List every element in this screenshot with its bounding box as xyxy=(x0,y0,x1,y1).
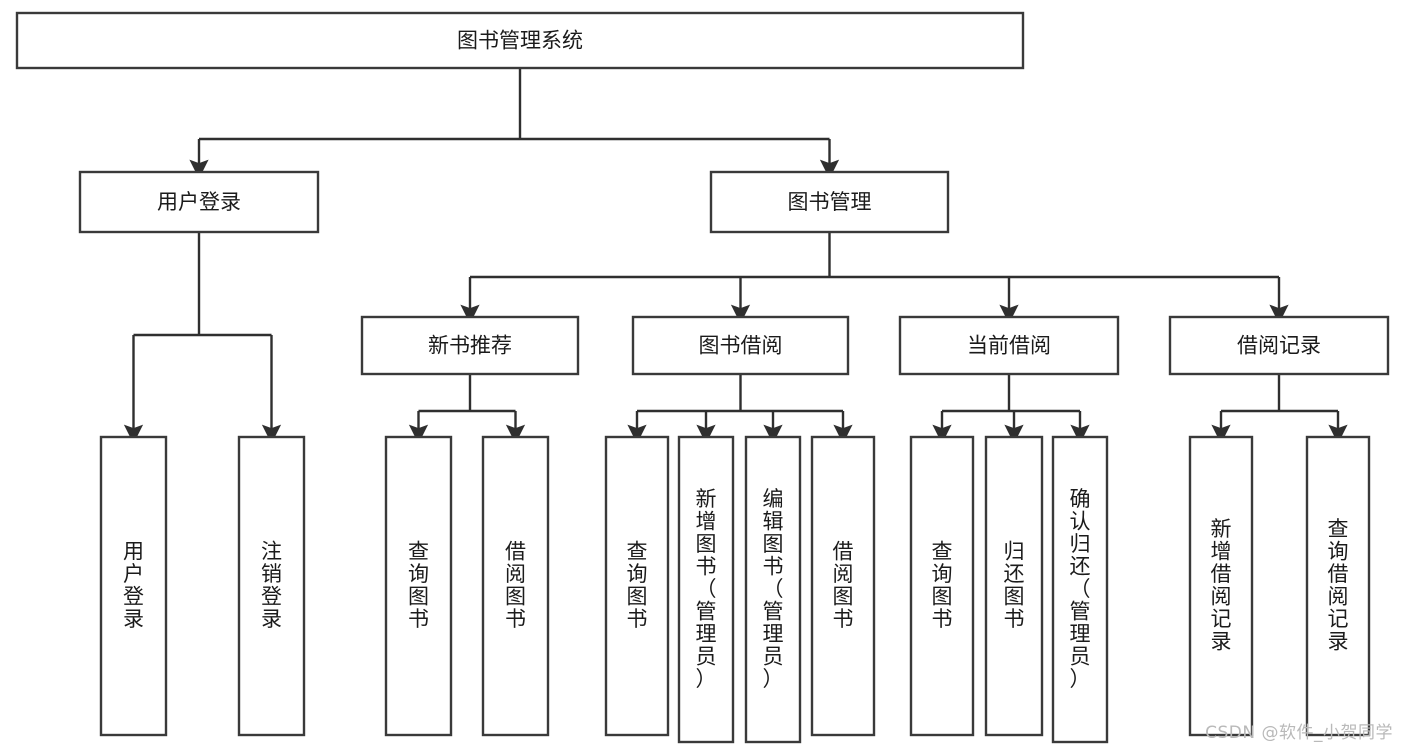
node-leaf-cb-return-book[interactable]: 归还图书 xyxy=(984,435,1044,737)
node-current-borrow-label: 当前借阅 xyxy=(967,334,1051,358)
node-user-login-label: 用户登录 xyxy=(157,190,241,214)
node-current-borrow-box[interactable] xyxy=(898,315,1120,376)
node-new-book-rec[interactable]: 新书推荐 xyxy=(360,315,580,376)
node-leaf-bb-add-book-label: 新增图书（管理员） xyxy=(696,487,717,691)
node-new-book-rec-box[interactable] xyxy=(360,315,580,376)
node-leaf-cb-query-book[interactable]: 查询图书 xyxy=(909,435,975,737)
node-leaf-user-login-label: 用户登录 xyxy=(123,540,144,632)
node-leaf-br-add-record[interactable]: 新增借阅记录 xyxy=(1188,435,1254,737)
node-book-manage[interactable]: 图书管理 xyxy=(709,170,950,234)
node-root-box[interactable] xyxy=(15,11,1025,70)
node-leaf-rec-borrow-book-label: 借阅图书 xyxy=(505,540,526,632)
node-leaf-bb-edit-book-label: 编辑图书（管理员） xyxy=(763,487,784,691)
node-leaf-bb-borrow-book-box[interactable] xyxy=(810,435,876,737)
node-leaf-user-logout[interactable]: 注销登录 xyxy=(237,435,306,737)
node-leaf-user-login-box[interactable] xyxy=(99,435,168,737)
node-current-borrow[interactable]: 当前借阅 xyxy=(898,315,1120,376)
node-leaf-rec-borrow-book-box[interactable] xyxy=(481,435,550,737)
node-leaf-cb-return-book-box[interactable] xyxy=(984,435,1044,737)
node-leaf-br-add-record-box[interactable] xyxy=(1188,435,1254,737)
node-leaf-cb-confirm-return-box[interactable] xyxy=(1051,435,1109,744)
node-book-manage-box[interactable] xyxy=(709,170,950,234)
node-book-borrow[interactable]: 图书借阅 xyxy=(631,315,850,376)
node-leaf-bb-add-book-box[interactable] xyxy=(677,435,735,744)
node-leaf-cb-query-book-box[interactable] xyxy=(909,435,975,737)
node-borrow-record-box[interactable] xyxy=(1168,315,1390,376)
node-leaf-br-add-record-label: 新增借阅记录 xyxy=(1211,517,1232,654)
node-leaf-br-query-record-label: 查询借阅记录 xyxy=(1328,517,1349,654)
node-book-borrow-label: 图书借阅 xyxy=(699,334,783,358)
node-leaf-cb-return-book-label: 归还图书 xyxy=(1004,540,1025,632)
node-leaf-bb-borrow-book[interactable]: 借阅图书 xyxy=(810,435,876,737)
node-new-book-rec-label: 新书推荐 xyxy=(428,334,512,358)
node-leaf-rec-query-book-box[interactable] xyxy=(384,435,453,737)
node-leaf-br-query-record-box[interactable] xyxy=(1305,435,1371,737)
node-leaf-bb-add-book[interactable]: 新增图书（管理员） xyxy=(677,435,735,744)
node-leaf-bb-borrow-book-label: 借阅图书 xyxy=(833,540,854,632)
node-leaf-cb-confirm-return-label: 确认归还（管理员） xyxy=(1070,487,1091,691)
node-leaf-br-query-record[interactable]: 查询借阅记录 xyxy=(1305,435,1371,737)
node-leaf-bb-query-book-box[interactable] xyxy=(604,435,670,737)
node-leaf-cb-confirm-return[interactable]: 确认归还（管理员） xyxy=(1051,435,1109,744)
node-leaf-bb-query-book-label: 查询图书 xyxy=(627,540,648,632)
node-leaf-bb-edit-book[interactable]: 编辑图书（管理员） xyxy=(744,435,802,744)
node-leaf-user-logout-label: 注销登录 xyxy=(261,540,282,632)
node-root-label: 图书管理系统 xyxy=(457,29,583,53)
node-leaf-rec-query-book-label: 查询图书 xyxy=(408,540,429,632)
node-leaf-user-login[interactable]: 用户登录 xyxy=(99,435,168,737)
csdn-watermark: CSDN @软件_小贺同学 xyxy=(1205,723,1393,743)
node-book-manage-label: 图书管理 xyxy=(788,190,872,214)
node-leaf-rec-borrow-book[interactable]: 借阅图书 xyxy=(481,435,550,737)
node-book-borrow-box[interactable] xyxy=(631,315,850,376)
connector-group xyxy=(123,68,1348,444)
node-user-login-box[interactable] xyxy=(78,170,320,234)
node-root[interactable]: 图书管理系统 xyxy=(15,11,1025,70)
node-borrow-record[interactable]: 借阅记录 xyxy=(1168,315,1390,376)
node-group: 图书管理系统用户登录图书管理新书推荐图书借阅当前借阅借阅记录用户登录注销登录查询… xyxy=(15,11,1390,744)
node-leaf-user-logout-box[interactable] xyxy=(237,435,306,737)
node-user-login[interactable]: 用户登录 xyxy=(78,170,320,234)
node-borrow-record-label: 借阅记录 xyxy=(1237,334,1321,358)
node-leaf-bb-edit-book-box[interactable] xyxy=(744,435,802,744)
node-leaf-cb-query-book-label: 查询图书 xyxy=(932,540,953,632)
node-leaf-rec-query-book[interactable]: 查询图书 xyxy=(384,435,453,737)
node-leaf-bb-query-book[interactable]: 查询图书 xyxy=(604,435,670,737)
